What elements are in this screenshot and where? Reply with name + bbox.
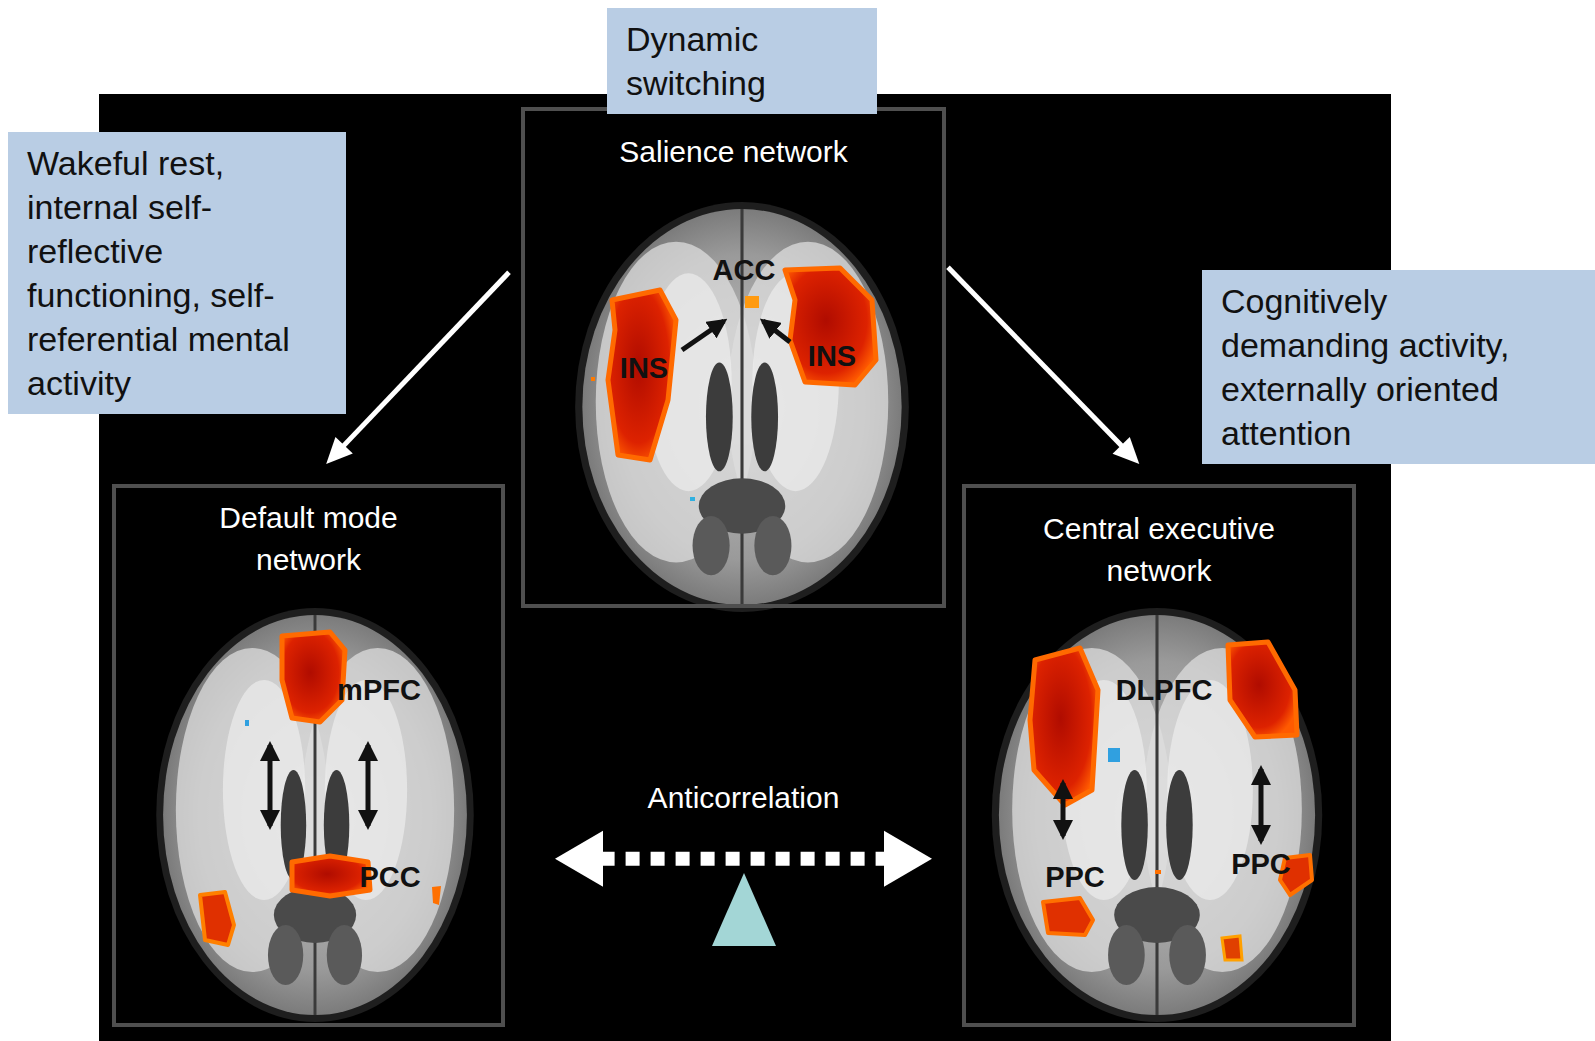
salience-brain bbox=[690, 497, 695, 501]
salience-brain bbox=[745, 296, 759, 308]
network-panel: Default mode network bbox=[112, 484, 505, 1027]
network-panel: Salience network bbox=[521, 107, 946, 608]
default-mode-brain bbox=[292, 856, 370, 896]
arrowhead bbox=[1113, 437, 1140, 464]
region-label: PPC bbox=[1045, 861, 1105, 894]
default-mode-brain bbox=[432, 886, 441, 905]
region-label: PCC bbox=[359, 861, 420, 894]
central-executive-brain bbox=[1228, 642, 1297, 737]
salience-brain bbox=[682, 321, 724, 350]
arrowhead bbox=[555, 831, 603, 887]
region-label: ACC bbox=[713, 254, 776, 287]
connector-line bbox=[343, 272, 509, 446]
connector-line bbox=[601, 852, 887, 866]
switch-arrow bbox=[948, 267, 1139, 464]
region-label: mPFC bbox=[337, 674, 421, 707]
central-executive-brain bbox=[1259, 769, 1264, 841]
region-label: INS bbox=[808, 340, 856, 373]
network-panel: Central executive network bbox=[962, 484, 1356, 1027]
arrowhead bbox=[884, 831, 932, 887]
default-mode-brain bbox=[156, 608, 474, 1022]
default-mode-brain bbox=[245, 720, 249, 726]
salience-brain bbox=[763, 321, 790, 342]
central-executive-brain bbox=[1222, 936, 1242, 960]
default-mode-brain bbox=[282, 632, 345, 722]
central-executive-brain bbox=[1108, 748, 1120, 762]
default-mode-brain bbox=[366, 745, 371, 826]
panel-title: Central executive network bbox=[1028, 508, 1290, 592]
salience-brain bbox=[608, 290, 676, 460]
region-label: INS bbox=[620, 352, 668, 385]
default-mode-brain bbox=[268, 745, 273, 826]
callout-box: Dynamic switching bbox=[607, 8, 877, 114]
panel-title: Default mode network bbox=[189, 497, 429, 581]
central-executive-brain bbox=[992, 608, 1322, 1022]
central-executive-brain bbox=[1043, 898, 1093, 935]
central-executive-brain bbox=[1155, 870, 1161, 874]
region-label: DLPFC bbox=[1116, 674, 1213, 707]
salience-brain bbox=[575, 202, 909, 612]
default-mode-brain bbox=[156, 608, 474, 1022]
region-label: PPC bbox=[1231, 848, 1291, 881]
salience-brain bbox=[591, 377, 595, 381]
salience-brain bbox=[785, 268, 876, 385]
callout-text: Dynamic switching bbox=[626, 17, 837, 105]
fulcrum-triangle bbox=[712, 873, 776, 946]
connector-line bbox=[948, 267, 1122, 446]
callout-box: Cognitively demanding activity, external… bbox=[1202, 270, 1595, 464]
arrowhead bbox=[326, 437, 353, 464]
callout-text: Wakeful rest, internal self-reflective f… bbox=[27, 141, 327, 405]
callout-text: Cognitively demanding activity, external… bbox=[1221, 279, 1555, 455]
default-mode-brain bbox=[200, 892, 234, 945]
salience-brain bbox=[575, 202, 909, 612]
central-executive-brain bbox=[992, 608, 1322, 1022]
central-executive-brain bbox=[1061, 783, 1066, 836]
central-executive-brain bbox=[1030, 648, 1098, 805]
callout-box: Wakeful rest, internal self-reflective f… bbox=[8, 132, 346, 414]
edge-label: Anticorrelation bbox=[644, 781, 844, 815]
switch-arrow bbox=[326, 272, 509, 464]
anticorrelation-arrow bbox=[555, 831, 932, 887]
panel-title: Salience network bbox=[544, 131, 924, 173]
